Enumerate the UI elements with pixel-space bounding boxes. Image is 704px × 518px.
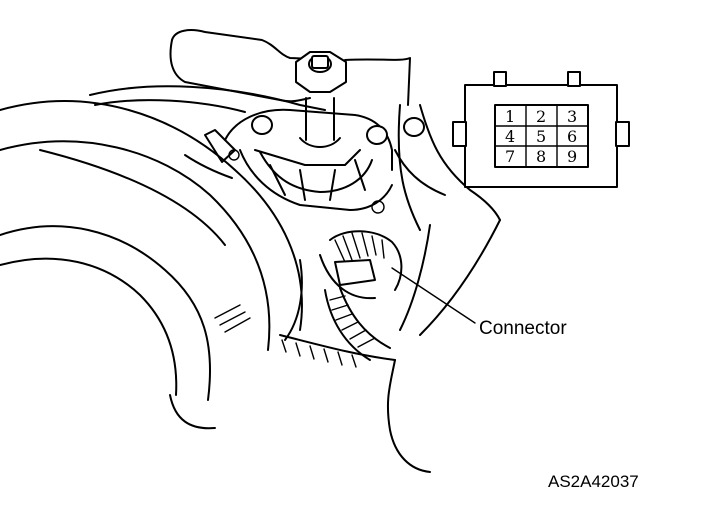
pin-number-8: 8 xyxy=(536,147,546,166)
pin-number-5: 5 xyxy=(536,127,546,146)
upper-bracket xyxy=(89,29,341,113)
switch-housing xyxy=(184,108,425,214)
pin-number-6: 6 xyxy=(567,127,577,146)
harness-connector xyxy=(214,230,403,368)
pin-number-1: 1 xyxy=(505,107,515,126)
pinout-inset xyxy=(452,71,630,188)
connector-leader-line xyxy=(391,267,476,324)
pin-grid xyxy=(494,104,589,168)
pin-number-9: 9 xyxy=(567,147,577,166)
pin-number-7: 7 xyxy=(505,147,515,166)
pin-number-4: 4 xyxy=(505,127,515,146)
connector-label: Connector xyxy=(479,318,567,339)
pin-number-3: 3 xyxy=(567,107,577,126)
large-hose xyxy=(0,100,303,430)
pin-number-2: 2 xyxy=(536,107,546,126)
transmission-case xyxy=(279,57,501,473)
hex-bolt xyxy=(295,51,347,148)
figure-code: AS2A42037 xyxy=(548,472,639,491)
